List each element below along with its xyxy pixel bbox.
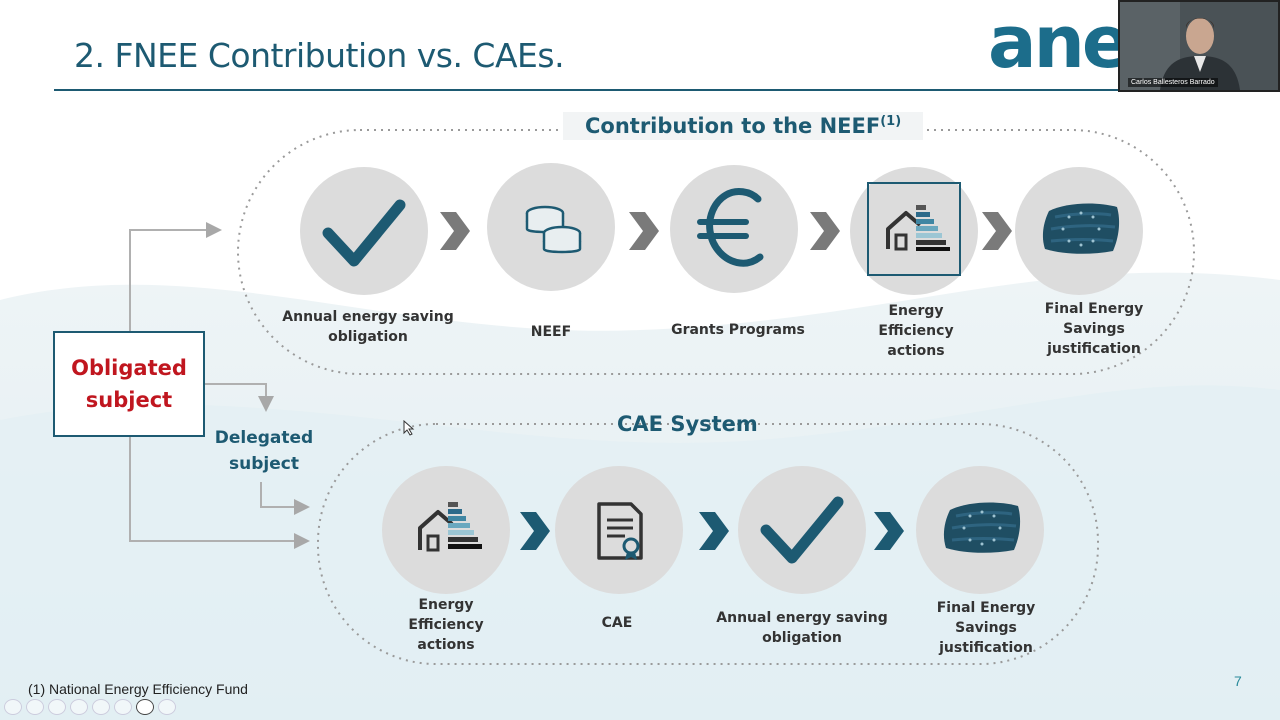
pen-icon[interactable] — [48, 699, 66, 715]
cae-step-2-circle — [555, 466, 683, 594]
presenter-name: Carlos Ballesteros Barrado — [1128, 78, 1218, 87]
neef-heading-text: Contribution to the NEEF — [585, 114, 881, 138]
slide-title: 2. FNEE Contribution vs. CAEs. — [74, 36, 565, 75]
cae-step-3-circle — [738, 466, 866, 594]
obligated-subject-label: Obligated subject — [71, 356, 187, 412]
neef-heading-footnote-mark: (1) — [880, 114, 902, 129]
neef-step-2-circle — [487, 163, 615, 291]
chevron-right-icon — [810, 212, 840, 250]
obligated-subject-box: Obligated subject — [53, 331, 205, 437]
zoom-icon[interactable] — [92, 699, 110, 715]
cae-step-3-label: Annual energy saving obligation — [716, 610, 888, 646]
neef-step-3-label: Grants Programs — [671, 322, 805, 338]
checkmark-icon — [322, 199, 406, 267]
coins-icon — [525, 205, 582, 254]
chevron-right-icon — [520, 512, 550, 550]
neef-step-5-label: Final Energy Savings justification — [1044, 301, 1144, 357]
cae-step-4-circle — [916, 466, 1044, 594]
presenter-video[interactable]: Carlos Ballesteros Barrado — [1118, 0, 1280, 92]
subtitles-icon[interactable] — [114, 699, 132, 715]
chevron-right-icon — [699, 512, 729, 550]
chevron-right-icon — [982, 212, 1012, 250]
neef-step-5-circle — [1015, 167, 1143, 295]
slides-grid-icon[interactable] — [70, 699, 88, 715]
delegated-subject-label: Delegated subject — [214, 428, 314, 474]
title-divider — [54, 89, 1120, 91]
euro-icon — [697, 188, 764, 267]
more-options-icon[interactable] — [158, 699, 176, 715]
neef-heading: Contribution to the NEEF(1) — [563, 112, 924, 140]
neef-step-2-label: NEEF — [530, 324, 572, 340]
previous-slide-icon[interactable] — [4, 699, 22, 715]
footnote: (1) National Energy Efficiency Fund — [28, 681, 248, 697]
cae-step-2-label: CAE — [601, 615, 633, 631]
chevron-right-icon — [440, 212, 470, 250]
neef-step-1-label: Annual energy saving obligation — [282, 309, 454, 345]
next-slide-icon[interactable] — [26, 699, 44, 715]
camera-icon[interactable] — [136, 699, 154, 715]
neef-outline — [237, 129, 1195, 375]
eu-flag-icon — [1042, 203, 1120, 254]
neef-step-1-circle — [300, 167, 428, 295]
neef-step-4-label: Energy Efficiency actions — [878, 303, 954, 359]
energy-house-icon — [418, 502, 482, 552]
cae-heading: CAE System — [617, 412, 758, 436]
brand-logo: ane — [988, 0, 1131, 84]
checkmark-icon — [760, 496, 844, 564]
chevron-right-icon — [629, 212, 659, 250]
neef-step-4-circle — [850, 167, 978, 295]
mouse-cursor-icon — [403, 420, 415, 436]
cae-step-4-label: Final Energy Savings justification — [936, 600, 1036, 656]
neef-step-3-circle — [670, 165, 798, 293]
cae-step-1-label: Energy Efficiency actions — [408, 597, 484, 653]
energy-house-icon — [867, 182, 961, 276]
cae-outline — [317, 423, 1099, 665]
certificate-icon — [597, 502, 643, 560]
presentation-toolbar — [4, 699, 176, 717]
cae-step-1-circle — [382, 466, 510, 594]
chevron-right-icon — [874, 512, 904, 550]
page-number: 7 — [1234, 673, 1242, 689]
eu-flag-icon — [943, 502, 1021, 553]
